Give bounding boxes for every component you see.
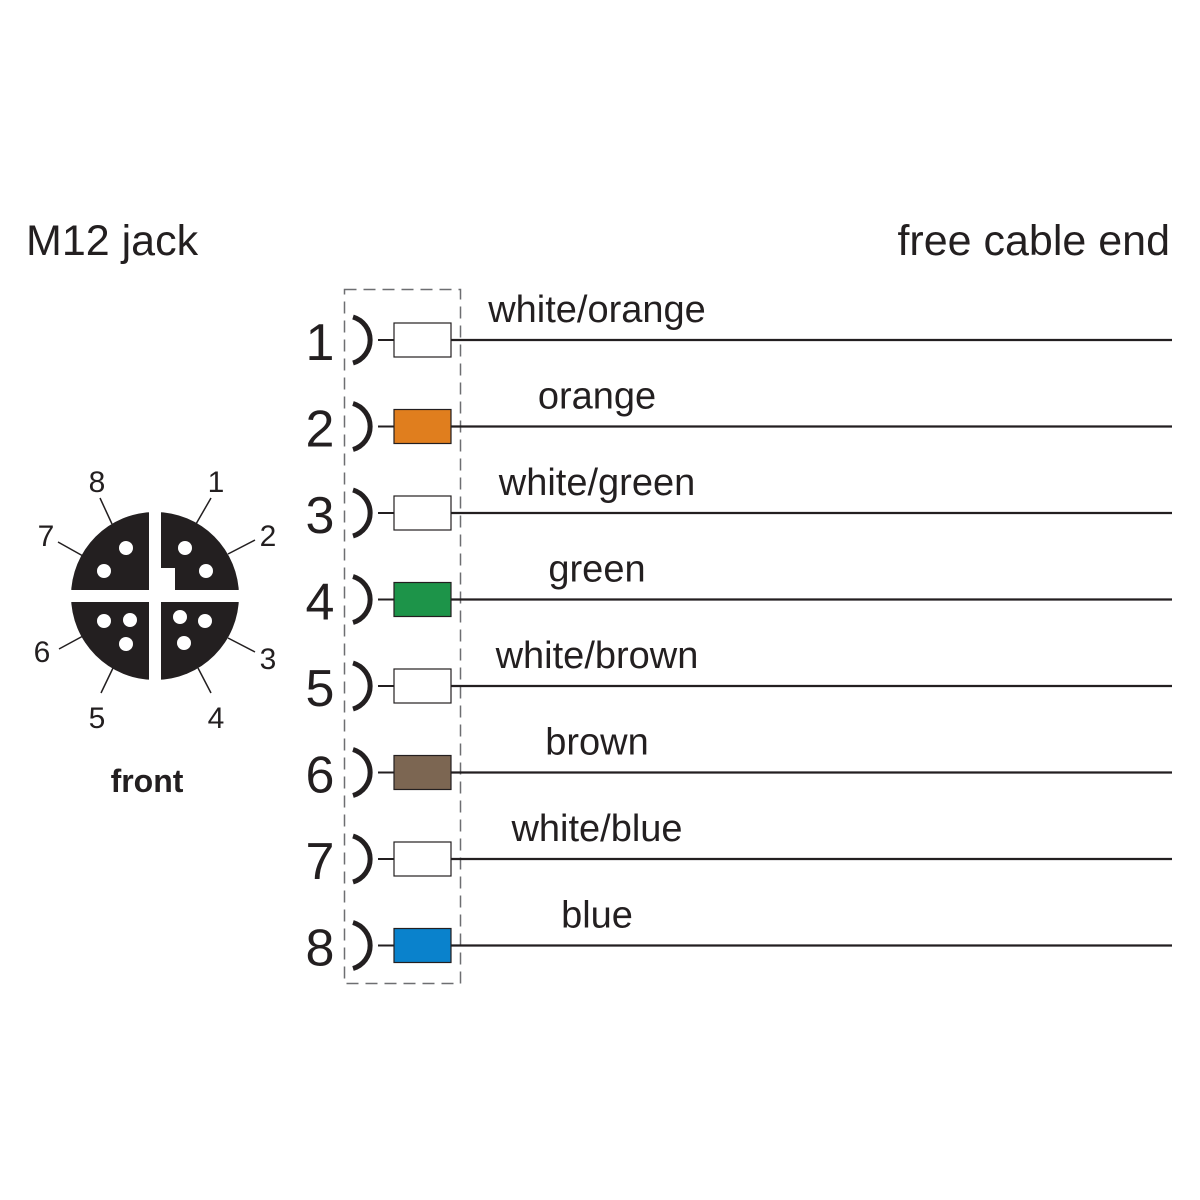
wire-row-5: 5 white/brown — [306, 635, 1172, 718]
wire-row-1: 1 white/orange — [306, 289, 1172, 372]
pin-number-2: 2 — [306, 401, 335, 459]
pin-number-6: 6 — [306, 747, 335, 805]
pin-leader-lines — [57, 497, 256, 694]
wire-label-1: white/orange — [487, 289, 706, 331]
leader-5 — [100, 667, 114, 694]
wire-row-2: 2 orange — [306, 376, 1172, 459]
leader-7 — [57, 541, 84, 557]
wire-label-3: white/green — [498, 462, 695, 504]
leader-4 — [197, 667, 212, 694]
socket-contact-3 — [352, 487, 373, 539]
wire-label-4: green — [548, 549, 645, 591]
face-pin-6: 6 — [34, 636, 51, 669]
leader-8 — [99, 497, 113, 525]
coding-key-notch — [161, 568, 175, 590]
wire-color-swatch-4 — [393, 581, 452, 618]
face-pin-2: 2 — [260, 520, 277, 553]
pin-hole-center-b — [173, 610, 187, 624]
m12-jack-title: M12 jack — [26, 217, 199, 265]
socket-contact-2 — [352, 401, 373, 452]
wire-label-7: white/blue — [510, 808, 682, 850]
pin-holes — [97, 541, 213, 651]
leader-6 — [58, 635, 84, 650]
pin-hole-6 — [97, 614, 111, 628]
face-pin-7: 7 — [38, 520, 55, 553]
face-pin-4: 4 — [208, 702, 225, 735]
leader-1 — [195, 497, 212, 525]
pin-number-4: 4 — [306, 574, 335, 632]
wire-label-5: white/brown — [495, 635, 699, 677]
pin-number-5: 5 — [306, 660, 335, 718]
pin-hole-2 — [199, 564, 213, 578]
face-pin-1: 1 — [208, 466, 225, 499]
wire-label-6: brown — [545, 722, 649, 764]
wire-row-4: 4 green — [306, 549, 1172, 632]
pin-hole-7 — [97, 564, 111, 578]
wire-color-swatch-8 — [393, 927, 452, 964]
face-pin-3: 3 — [260, 643, 277, 676]
pin-hole-center-a — [123, 613, 137, 627]
pin-hole-8 — [119, 541, 133, 555]
free-cable-end-title: free cable end — [897, 217, 1170, 265]
pin-number-8: 8 — [306, 920, 335, 978]
wire-color-swatch-1 — [393, 322, 452, 358]
pin-number-3: 3 — [306, 487, 335, 545]
face-pin-5: 5 — [89, 702, 106, 735]
face-pin-8: 8 — [89, 466, 106, 499]
connector-housing-outline — [343, 288, 462, 985]
wire-color-swatch-7 — [393, 841, 452, 877]
pin-number-1: 1 — [306, 314, 335, 372]
wire-color-swatch-6 — [393, 754, 452, 791]
front-caption: front — [111, 763, 184, 799]
connector-divider-vertical — [149, 508, 161, 684]
wire-label-8: blue — [561, 895, 633, 937]
wire-color-swatch-5 — [393, 668, 452, 704]
socket-contact-7 — [352, 833, 373, 885]
socket-contact-6 — [352, 747, 373, 798]
pin-hole-3 — [198, 614, 212, 628]
connector-face: 1 2 3 4 5 6 7 8 front — [34, 466, 277, 799]
pin-hole-5 — [119, 637, 133, 651]
wire-row-8: 8 blue — [306, 895, 1172, 978]
pin-number-7: 7 — [306, 833, 335, 891]
wire-row-7: 7 white/blue — [306, 808, 1172, 891]
wire-row-6: 6 brown — [306, 722, 1172, 805]
pin-hole-4 — [177, 636, 191, 650]
wire-color-swatch-3 — [393, 495, 452, 531]
wire-row-3: 3 white/green — [306, 462, 1172, 545]
leader-2 — [227, 539, 256, 555]
leader-3 — [227, 637, 256, 653]
wire-color-swatch-2 — [393, 408, 452, 445]
socket-contact-4 — [352, 574, 373, 625]
wire-label-2: orange — [538, 376, 656, 418]
socket-contact-1 — [352, 314, 373, 366]
wire-rows: 1 white/orange 2 orange 3 white/green 4 green 5 w… — [306, 289, 1172, 978]
pin-hole-1 — [178, 541, 192, 555]
socket-contact-5 — [352, 660, 373, 712]
socket-contact-8 — [352, 920, 373, 971]
